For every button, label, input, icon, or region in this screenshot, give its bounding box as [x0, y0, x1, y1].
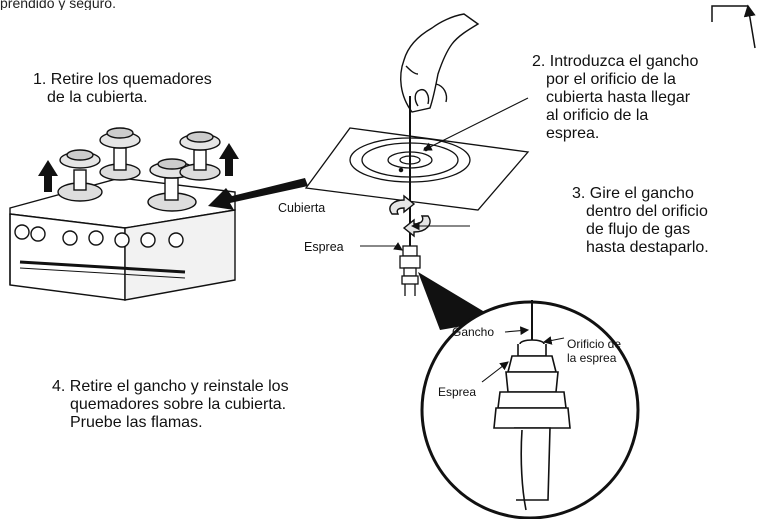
hand-holding-hook [400, 13, 480, 113]
label-orificio-1: Orificio de [567, 337, 621, 351]
step-4-text: 4. Retire el gancho y reinstale los quem… [52, 378, 289, 431]
move-arrow-icon [208, 178, 308, 210]
esprea-small [399, 245, 421, 296]
label-orificio-2: la esprea [567, 351, 617, 365]
stove-knobs [14, 224, 184, 248]
orificio-leader [542, 336, 565, 345]
detail-magnifier [420, 300, 640, 519]
burner [179, 131, 221, 181]
cover-plate [304, 127, 530, 211]
gancho-leader [504, 326, 530, 336]
burner [57, 149, 103, 202]
label-esprea-detail: Esprea [438, 385, 476, 399]
label-leaders [360, 97, 565, 383]
step2-leader [423, 97, 529, 151]
label-cubierta: Cubierta [278, 201, 325, 215]
top-text-fragment: prendido y seguro. [0, 0, 116, 10]
label-esprea: Esprea [304, 240, 344, 254]
step-3-text: 3. Gire el gancho dentro del orificio de… [572, 185, 709, 256]
lift-arrow-icon [219, 143, 239, 176]
page-corner-mark [711, 4, 756, 49]
step-1-text: 1. Retire los quemadores de la cubierta. [33, 71, 212, 106]
burner [99, 127, 141, 181]
lift-arrow-icon [38, 160, 58, 192]
stove-illustration [9, 127, 236, 301]
label-gancho: Gancho [452, 325, 494, 339]
esprea-detail-leader [481, 361, 509, 383]
step-2-text: 2. Introduzca el gancho por el orificio … [532, 53, 699, 142]
